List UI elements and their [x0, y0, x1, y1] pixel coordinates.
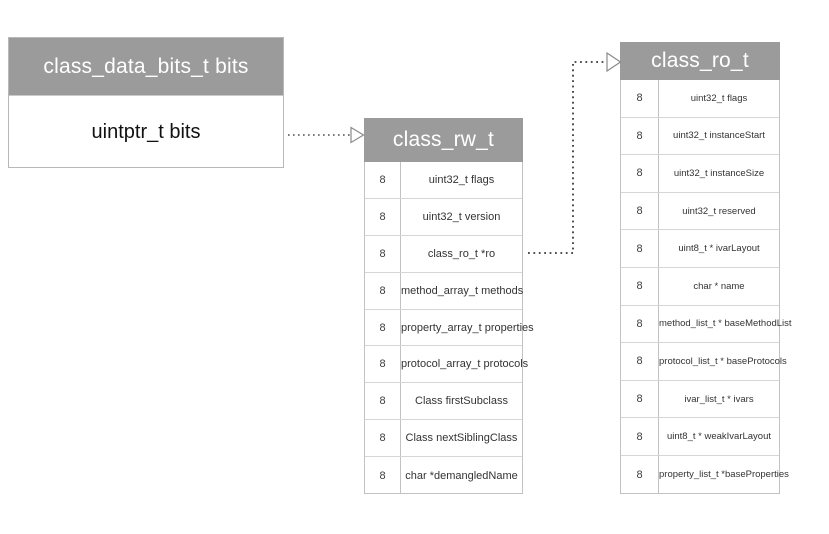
row-field: Class nextSiblingClass — [405, 432, 518, 445]
row-field: method_array_t methods — [401, 284, 524, 297]
table-row: 8 ivar_list_t * ivars — [621, 380, 779, 419]
class-data-bits-body-cell: uintptr_t bits — [9, 95, 283, 168]
class-ro-t-table: class_ro_t 8 uint32_t flags 8 uint32_t i… — [620, 42, 792, 494]
table-row: 8 Class nextSiblingClass — [365, 420, 522, 458]
row-field: ivar_list_t * ivars — [684, 393, 754, 405]
row-size: 8 — [365, 420, 401, 457]
table-row: 8 protocol_list_t * baseProtocols — [621, 343, 787, 381]
table-row: 8 method_list_t * baseMethodList — [621, 305, 792, 344]
row-size: 8 — [621, 155, 659, 192]
row-field: property_array_t properties — [401, 321, 534, 334]
arrowhead-hollow-triangle-icon — [606, 51, 622, 73]
row-size: 8 — [621, 418, 659, 455]
row-field: uint32_t reserved — [682, 205, 756, 217]
row-field: class_ro_t *ro — [427, 247, 496, 260]
row-field: char * name — [693, 280, 745, 292]
table-row: 8 uint8_t * ivarLayout — [621, 230, 779, 268]
row-size: 8 — [621, 80, 659, 117]
row-field: uint8_t * ivarLayout — [678, 243, 760, 255]
table-row: 8 uint32_t instanceStart — [621, 117, 779, 156]
row-size: 8 — [365, 162, 401, 198]
row-field: Class firstSubclass — [415, 395, 508, 408]
row-size: 8 — [621, 117, 659, 155]
connector-line — [528, 61, 608, 254]
class-ro-t-header: class_ro_t — [620, 42, 780, 80]
table-row: 8 class_ro_t *ro — [365, 235, 522, 273]
table-row: 8 uint32_t version — [365, 198, 522, 236]
row-size: 8 — [365, 346, 401, 383]
table-row: 8 uint32_t flags — [365, 162, 522, 199]
row-size: 8 — [621, 267, 659, 305]
class-data-bits-box: class_data_bits_t bits uintptr_t bits — [8, 37, 284, 168]
row-size: 8 — [621, 380, 659, 418]
class-rw-t-table: class_rw_t 8 uint32_t flags 8 uint32_t v… — [364, 118, 534, 495]
table-row: 8 uint32_t flags — [621, 80, 779, 118]
table-row: 8 method_array_t methods — [365, 272, 524, 310]
row-size: 8 — [365, 309, 401, 346]
connector-ro-pointer-to-class-ro-t — [528, 51, 622, 254]
class-rw-t-rows: 8 uint32_t flags 8 uint32_t version 8 cl… — [364, 162, 534, 495]
row-size: 8 — [621, 192, 659, 230]
connector-bits-to-class-rw-t — [288, 126, 365, 144]
table-row: 8 uint32_t reserved — [621, 192, 779, 231]
row-field: protocol_array_t protocols — [401, 358, 529, 371]
class-rw-t-header: class_rw_t — [364, 118, 523, 162]
row-size: 8 — [365, 383, 401, 420]
row-field: uint32_t flags — [428, 173, 495, 186]
table-row: 8 char * name — [621, 267, 779, 306]
row-field: uint32_t flags — [690, 92, 748, 104]
row-field: method_list_t * baseMethodList — [659, 318, 792, 330]
row-size: 8 — [621, 230, 659, 267]
row-field: protocol_list_t * baseProtocols — [659, 355, 787, 367]
table-row: 8 uint32_t instanceSize — [621, 155, 779, 193]
row-field: uint32_t version — [422, 210, 501, 223]
row-size: 8 — [365, 198, 401, 235]
row-size: 8 — [621, 305, 659, 343]
row-size: 8 — [621, 455, 659, 494]
table-row: 8 property_list_t *baseProperties — [621, 455, 789, 494]
table-row: 8 protocol_array_t protocols — [365, 346, 528, 384]
table-row: 8 Class firstSubclass — [365, 383, 522, 421]
table-row: 8 property_array_t properties — [365, 309, 534, 347]
row-field: uint32_t instanceSize — [673, 167, 765, 179]
row-field: property_list_t *baseProperties — [659, 469, 789, 481]
table-row: 8 char *demangledName — [365, 457, 522, 495]
row-size: 8 — [365, 272, 401, 309]
row-field: uint8_t * weakIvarLayout — [666, 431, 772, 443]
class-data-bits-header: class_data_bits_t bits — [9, 38, 283, 95]
row-size: 8 — [365, 457, 401, 495]
arrowhead-hollow-triangle-icon — [350, 126, 365, 144]
row-size: 8 — [621, 343, 659, 380]
row-field: uint32_t instanceStart — [673, 130, 765, 142]
row-field: char *demangledName — [405, 469, 518, 482]
row-size: 8 — [365, 235, 401, 272]
table-row: 8 uint8_t * weakIvarLayout — [621, 418, 779, 456]
class-ro-t-rows: 8 uint32_t flags 8 uint32_t instanceStar… — [620, 80, 792, 494]
